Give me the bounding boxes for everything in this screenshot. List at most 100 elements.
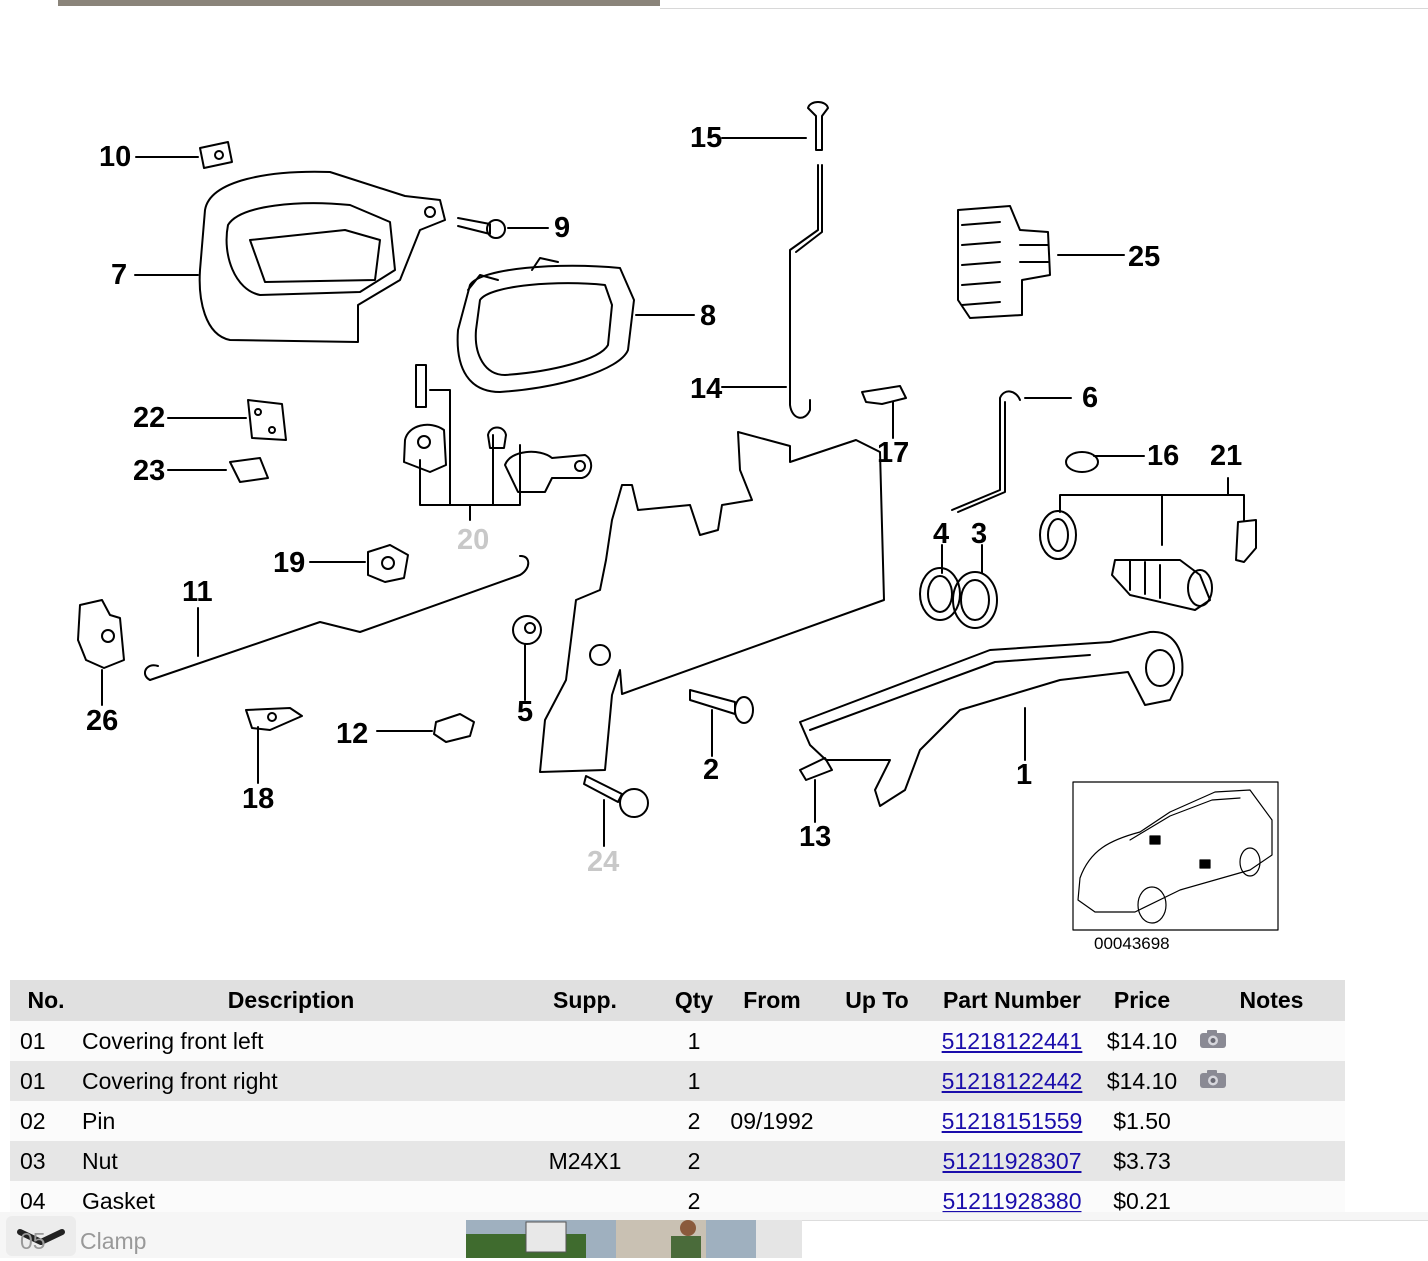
ad-blank-area (802, 1220, 1428, 1259)
part-number-link[interactable]: 51218151559 (941, 1107, 1083, 1134)
row-notes (1198, 1101, 1345, 1141)
row-qty: 1 (660, 1061, 728, 1101)
callout-label: 13 (799, 821, 832, 853)
header-up-to: Up To (816, 980, 938, 1021)
row-description: Covering front right (72, 1061, 510, 1101)
row-qty: 2 (660, 1101, 728, 1141)
row-supp (510, 1101, 660, 1141)
part-18-drawing (245, 707, 303, 731)
row-from: 09/1992 (728, 1101, 816, 1141)
row-no: 05 (20, 1228, 46, 1254)
callout-label: 25 (1128, 241, 1161, 273)
part-2-drawing (689, 689, 754, 724)
header-from: From (728, 980, 816, 1021)
bottom-ad-bar (0, 1212, 1428, 1259)
callout-label: 18 (242, 783, 275, 815)
row-qty: 2 (660, 1141, 728, 1181)
callout-label: 8 (700, 300, 717, 332)
parts-table: No. Description Supp. Qty From Up To Par… (10, 980, 1345, 1221)
callout-label: 16 (1147, 440, 1180, 472)
part-15-drawing (807, 101, 829, 151)
car-reference-thumbnail (1072, 781, 1279, 931)
part-6-drawing (951, 390, 1021, 513)
row-up-to (816, 1021, 938, 1061)
row-description: Pin (72, 1101, 510, 1141)
row-up-to (816, 1101, 938, 1141)
part-5-drawing (512, 615, 542, 645)
part-1-drawing (799, 630, 1184, 807)
ad-image[interactable] (466, 1220, 802, 1258)
callout-label: 22 (133, 402, 166, 434)
row-notes (1198, 1021, 1345, 1061)
part-number-link[interactable]: 51218122442 (941, 1067, 1083, 1094)
part-number-link[interactable]: 51211928307 (942, 1147, 1082, 1174)
row-notes (1198, 1061, 1345, 1101)
part-20-drawing (403, 364, 593, 493)
parts-diagram: 10 7 9 8 15 14 25 6 17 16 21 22 23 20 4 … (0, 60, 1428, 970)
row-up-to (816, 1141, 938, 1181)
part-8-drawing (456, 257, 635, 393)
parts-diagram-drawing (77, 101, 1279, 931)
row-from (728, 1141, 816, 1181)
camera-icon[interactable] (1198, 1028, 1228, 1056)
row-from (728, 1021, 816, 1061)
part-16-drawing (1065, 451, 1099, 473)
row-description: Nut (72, 1141, 510, 1181)
callout-label: 20 (457, 524, 490, 556)
callout-label: 14 (690, 373, 723, 405)
row-description: Clamp (80, 1228, 147, 1254)
header-part-number: Part Number (938, 980, 1086, 1021)
row-no: 01 (10, 1021, 72, 1061)
part-11-drawing (143, 554, 530, 681)
part-number-link[interactable]: 51211928380 (942, 1187, 1082, 1214)
part-3-drawing (952, 571, 998, 629)
header-qty: Qty (660, 980, 728, 1021)
row-description: Covering front left (72, 1021, 510, 1061)
header-no: No. (10, 980, 72, 1021)
callout-label: 12 (336, 718, 369, 750)
callout-label: 6 (1082, 382, 1099, 414)
table-row: 03 Nut M24X1 2 51211928307 $3.73 (10, 1141, 1345, 1181)
row-supp (510, 1021, 660, 1061)
row-price: $14.10 (1086, 1061, 1198, 1101)
part-4-drawing (919, 567, 961, 621)
top-divider (660, 8, 1428, 9)
callout-label: 9 (554, 212, 571, 244)
table-row: 02 Pin 2 09/1992 51218151559 $1.50 (10, 1101, 1345, 1141)
table-row: 01 Covering front right 1 51218122442 $1… (10, 1061, 1345, 1101)
table-row-partial: 05 Clamp (10, 1224, 466, 1258)
table-row: 01 Covering front left 1 51218122441 $14… (10, 1021, 1345, 1061)
part-9-drawing (457, 217, 506, 239)
row-supp: M24X1 (510, 1141, 660, 1181)
row-notes (1198, 1141, 1345, 1181)
header-supp: Supp. (510, 980, 660, 1021)
part-24-drawing (583, 775, 649, 818)
row-no: 03 (10, 1141, 72, 1181)
callout-label: 1 (1016, 759, 1033, 791)
collapse-ad-button[interactable] (6, 1216, 76, 1256)
row-price: $1.50 (1086, 1101, 1198, 1141)
table-header-row: No. Description Supp. Qty From Up To Par… (10, 980, 1345, 1021)
callout-label: 15 (690, 122, 723, 154)
header-price: Price (1086, 980, 1198, 1021)
row-no: 02 (10, 1101, 72, 1141)
callout-label: 21 (1210, 440, 1243, 472)
callout-label: 7 (111, 259, 128, 291)
row-qty: 1 (660, 1021, 728, 1061)
leader-lines (101, 137, 1245, 847)
row-price: $3.73 (1086, 1141, 1198, 1181)
callout-label: 5 (517, 696, 534, 728)
callout-label: 19 (273, 547, 306, 579)
part-19-drawing (367, 544, 409, 583)
top-ad-banner[interactable] (58, 0, 660, 6)
part-number-link[interactable]: 51218122441 (941, 1027, 1083, 1054)
chevron-down-icon (17, 1229, 65, 1245)
callout-label: 11 (182, 576, 213, 608)
part-21-drawing (1039, 510, 1257, 611)
row-no: 01 (10, 1061, 72, 1101)
camera-icon[interactable] (1198, 1068, 1228, 1096)
part-22-drawing (247, 399, 287, 441)
callout-label: 24 (587, 846, 620, 878)
row-price: $14.10 (1086, 1021, 1198, 1061)
part-14-drawing (789, 164, 823, 419)
